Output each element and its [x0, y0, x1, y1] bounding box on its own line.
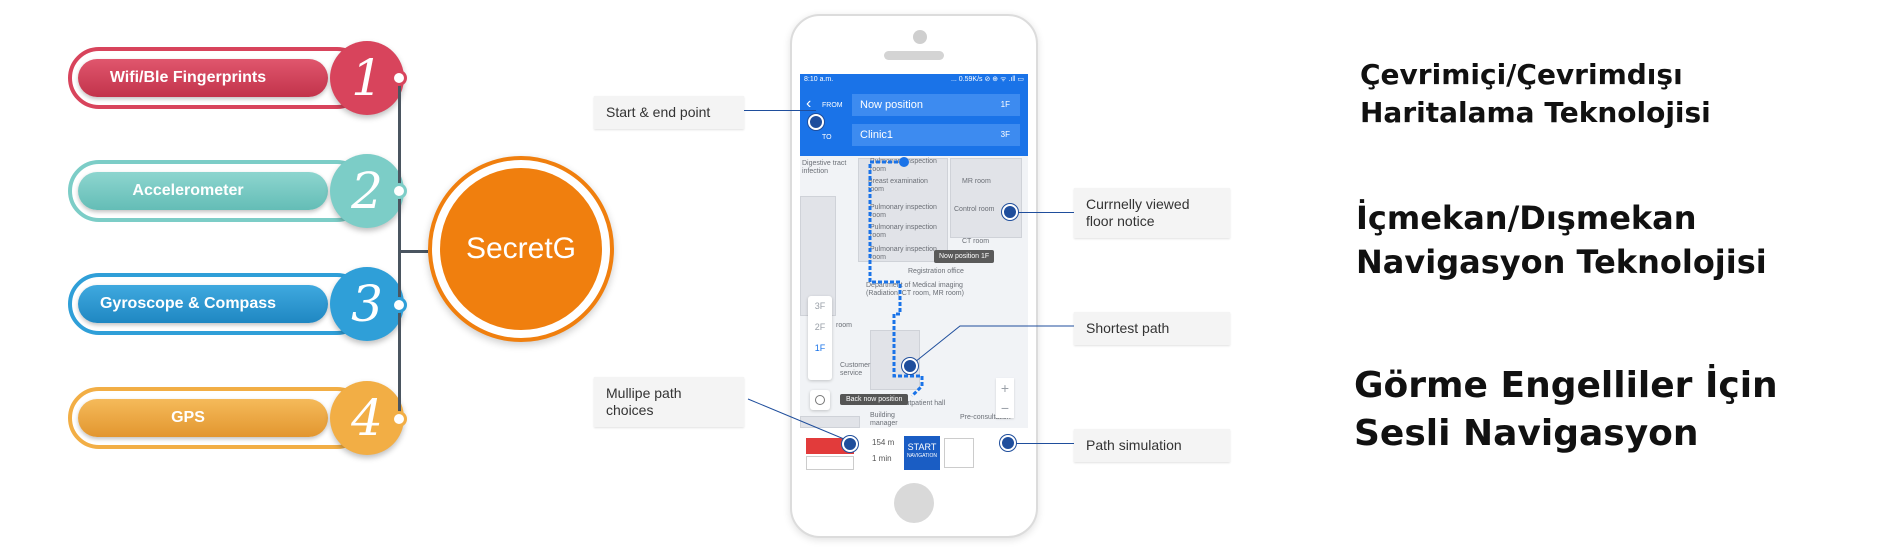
map-label: Control room: [954, 206, 995, 213]
from-field[interactable]: Now position 1F: [852, 94, 1020, 116]
to-field[interactable]: Clinic1 3F: [852, 124, 1020, 146]
callout-marker: [1002, 204, 1018, 220]
callout-multiple-paths: Mullipe path choices: [594, 377, 744, 427]
from-value: Now position: [860, 99, 923, 111]
shortest-path-line: [868, 157, 924, 398]
list-item-label: Gyroscope & Compass: [78, 285, 328, 323]
status-time: 8:10 a.m.: [804, 76, 834, 83]
from-label: FROM: [822, 102, 843, 109]
map-label: CT room: [962, 238, 990, 245]
connector-dot: [391, 70, 407, 86]
callout-shortest-path: Shortest path: [1074, 312, 1230, 345]
feature-line: Çevrimiçi/Çevrimdışı: [1360, 58, 1683, 91]
zoom-out-icon[interactable]: −: [1000, 400, 1010, 416]
map-label: Department of Medical imaging (Radiation…: [866, 282, 964, 297]
map-label: Outpatient hall: [900, 400, 946, 407]
callout-marker: [842, 436, 858, 452]
status-bar: 8:10 a.m. ... 0.59K/s ⊘ ⊕ ᯤ .ıll ▭: [800, 74, 1028, 86]
list-item-label: Accelerometer: [78, 172, 328, 210]
path-simulation-button[interactable]: [944, 438, 974, 468]
callout-floor-notice: Currnelly viewed floor notice: [1074, 188, 1230, 238]
to-floor: 3F: [1000, 130, 1010, 139]
callout-marker: [902, 358, 918, 374]
list-item-label: GPS: [78, 399, 328, 437]
map-room: [950, 158, 1022, 238]
callout-line: [1016, 443, 1074, 444]
to-label: TO: [822, 134, 832, 141]
callout-line: [747, 398, 845, 440]
camera-icon: [913, 30, 927, 44]
map-label: Building manager: [870, 412, 898, 427]
floor-option[interactable]: 2F: [814, 322, 826, 332]
route-time: 1 min: [872, 454, 892, 463]
feature-line: Haritalama Teknolojisi: [1360, 96, 1711, 129]
back-now-position-button[interactable]: Back now position: [840, 394, 909, 405]
map-label: Customer service: [840, 362, 871, 377]
map-label: Breast examination room: [868, 178, 928, 193]
speaker-grille: [884, 51, 944, 60]
feature-line: Sesli Navigasyon: [1354, 413, 1699, 454]
map-label: Pulmonary inspection room: [870, 158, 937, 173]
from-floor: 1F: [1000, 100, 1010, 109]
path-choice-2[interactable]: [806, 456, 854, 470]
floor-option-active[interactable]: 1F: [814, 343, 826, 353]
start-sub-label: NAVIGATION: [906, 453, 938, 459]
feature-line: Görme Engelliler İçin: [1354, 365, 1778, 406]
map-label: Digestive tract infection: [802, 160, 847, 175]
feature-heading: Çevrimiçi/Çevrimdışı Haritalama Teknoloj…: [1360, 56, 1711, 132]
back-arrow-icon[interactable]: ‹: [806, 95, 812, 112]
feature-line: İçmekan/Dışmekan: [1356, 199, 1697, 237]
callout-line: [909, 325, 1074, 367]
callout-line: [1010, 212, 1074, 213]
floor-option[interactable]: 3F: [814, 301, 826, 311]
connector-dot: [391, 183, 407, 199]
callout-marker: [1000, 435, 1016, 451]
feature-heading: İçmekan/Dışmekan Navigasyon Teknolojisi: [1356, 196, 1767, 284]
start-label: START: [907, 442, 937, 452]
connector-dot: [391, 411, 407, 427]
list-item-label: Wifi/Ble Fingerprints: [78, 59, 328, 97]
to-value: Clinic1: [860, 129, 894, 141]
hub-circle: SecretG: [440, 168, 602, 330]
map-label: room: [836, 322, 852, 329]
floor-selector[interactable]: 3F 2F 1F: [808, 296, 832, 380]
phone-screen: 8:10 a.m. ... 0.59K/s ⊘ ⊕ ᯤ .ıll ▭ ‹ FRO…: [800, 74, 1028, 478]
feature-line: Navigasyon Teknolojisi: [1356, 243, 1767, 281]
indoor-map[interactable]: Digestive tract infection Pulmonary insp…: [800, 156, 1028, 428]
connector-branch: [398, 250, 428, 253]
route-header: ‹ FROM TO Now position 1F Clinic1 3F: [800, 86, 1028, 156]
map-room: [858, 158, 948, 262]
map-label: Registration office: [908, 268, 964, 275]
step-number: 3: [330, 267, 404, 341]
callout-start-end: Start & end point: [594, 96, 744, 129]
callout-path-simulation: Path simulation: [1074, 429, 1230, 462]
map-label: Pulmonary inspection room: [870, 224, 937, 239]
route-distance: 154 m: [872, 438, 895, 447]
zoom-in-icon[interactable]: +: [1000, 380, 1010, 396]
now-position-badge: Now position 1F: [934, 250, 995, 263]
map-label: Pulmonary inspection room: [870, 204, 937, 219]
zoom-control[interactable]: + −: [996, 378, 1014, 418]
connector-dot: [391, 297, 407, 313]
locate-icon[interactable]: [810, 390, 830, 410]
start-navigation-button[interactable]: START NAVIGATION: [904, 436, 940, 470]
callout-line: [744, 110, 816, 111]
map-label: Pre-consultation: [960, 414, 1011, 421]
status-icons: ... 0.59K/s ⊘ ⊕ ᯤ .ıll ▭: [951, 76, 1024, 83]
feature-heading: Görme Engelliler İçin Sesli Navigasyon: [1354, 362, 1778, 458]
map-label: MR room: [962, 178, 991, 185]
callout-marker: [808, 114, 824, 130]
connector-line: [398, 78, 401, 420]
map-room: [800, 416, 860, 428]
map-label: Pulmonary inspection room: [870, 246, 937, 261]
home-button[interactable]: [894, 483, 934, 523]
